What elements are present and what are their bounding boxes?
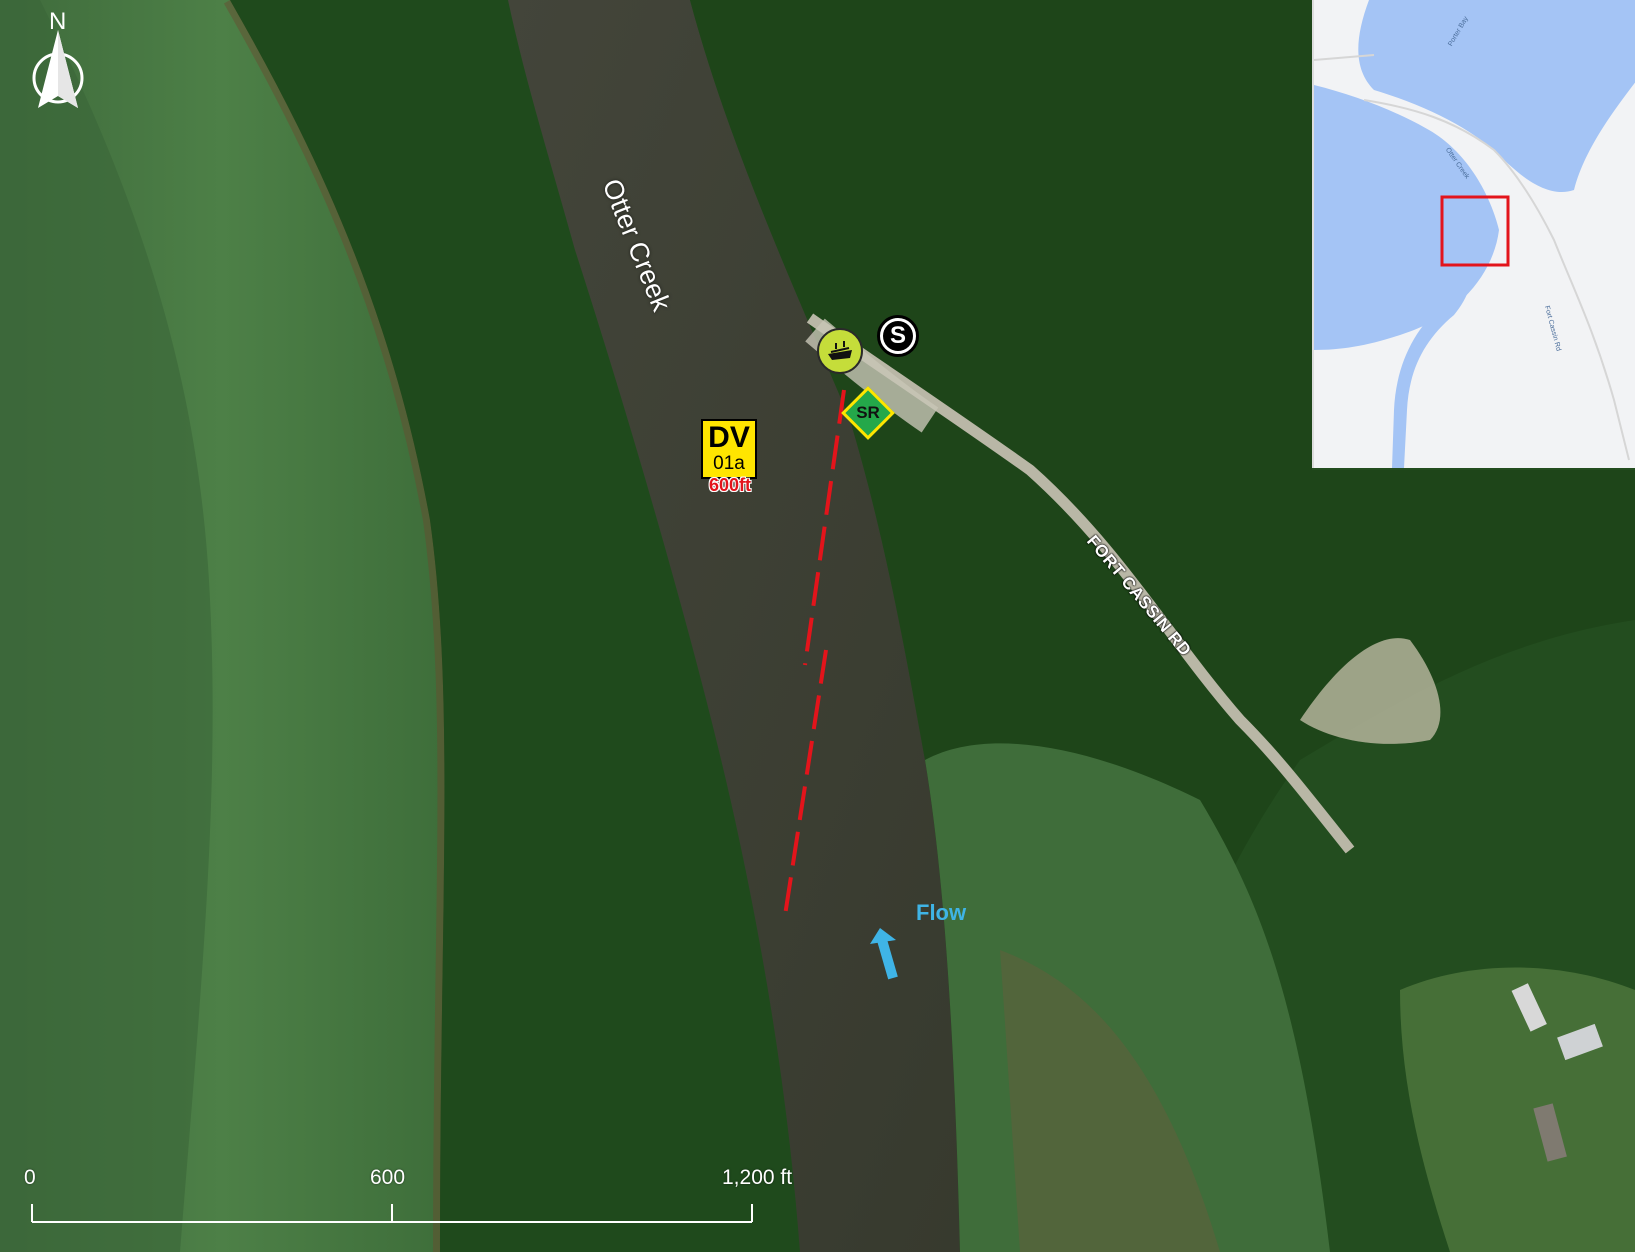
flow-arrow (870, 928, 898, 980)
dashed-reach-line (782, 389, 846, 923)
north-letter: N (49, 8, 67, 35)
wetland-lower (925, 743, 1330, 1252)
dv-title: DV (708, 421, 750, 454)
locator-inset-map[interactable]: Porter Bay Otter Creek Fort Cassin Rd (1312, 0, 1635, 468)
dv-marker[interactable]: DV 01a (701, 419, 757, 479)
extent-box (1440, 195, 1510, 267)
s-symbol-marker[interactable]: S (877, 315, 919, 357)
north-arrow-icon (28, 12, 88, 112)
scale-tick-600: 600 (370, 1166, 406, 1189)
dv-distance: 600ft (708, 475, 752, 495)
building (1511, 983, 1547, 1032)
scale-bar (31, 1204, 753, 1223)
clearing (1300, 638, 1441, 744)
flow-label: Flow (916, 900, 967, 925)
building (1533, 1103, 1567, 1162)
tree-belt (230, 0, 820, 1252)
building (1557, 1023, 1603, 1061)
otter-creek-river (508, 0, 960, 1252)
fort-cassin-road (806, 313, 1355, 854)
scale-tick-0: 0 (24, 1166, 36, 1189)
s-symbol-label: S (883, 321, 913, 351)
scale-tick-1200: 1,200 ft (722, 1166, 793, 1189)
sr-symbol-label: SR (856, 403, 880, 422)
boat-launch-icon[interactable] (817, 328, 863, 374)
dv-code: 01a (713, 453, 745, 474)
